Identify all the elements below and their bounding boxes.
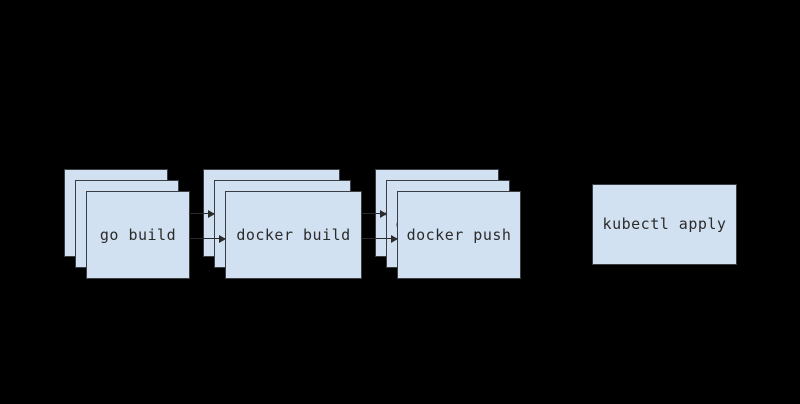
stage-label-docker-push: docker push [406, 225, 512, 244]
arrow-go-build-to-docker-build-upper [189, 209, 215, 218]
stage-label-kubectl-apply: kubectl apply [602, 215, 727, 233]
stage-label-go-build: go build [99, 225, 177, 244]
stage-card-docker-build[interactable]: docker build [225, 191, 362, 279]
stage-label-docker-build: docker build [236, 225, 351, 244]
stage-card-go-build[interactable]: go build [86, 191, 190, 279]
arrow-go-build-to-docker-build-lower [189, 234, 226, 243]
arrow-docker-build-to-docker-push-lower [361, 234, 398, 243]
arrow-docker-build-to-docker-push-upper [361, 209, 387, 218]
stage-card-docker-push[interactable]: docker push [397, 191, 521, 279]
stage-card-kubectl-apply[interactable]: kubectl apply [592, 184, 737, 265]
